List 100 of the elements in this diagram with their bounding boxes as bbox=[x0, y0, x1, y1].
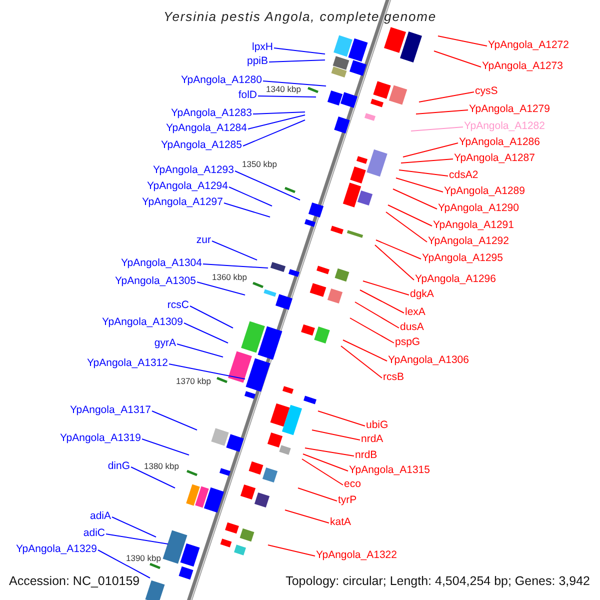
leader-line bbox=[196, 282, 246, 296]
scale-label: 1390 kbp bbox=[126, 554, 161, 563]
gene-label: rcsC bbox=[167, 299, 189, 312]
leader-line bbox=[376, 240, 422, 260]
gene-label: lpxH bbox=[252, 41, 273, 54]
scale-label: 1350 kbp bbox=[242, 160, 277, 169]
leader-line bbox=[268, 60, 326, 62]
gene-label: YpAngola_A1280 bbox=[181, 74, 262, 87]
leader-line bbox=[190, 306, 234, 328]
gene-label: adiC bbox=[83, 527, 105, 540]
gene-label: YpAngola_A1329 bbox=[16, 543, 97, 556]
leader-line bbox=[274, 48, 326, 54]
leader-line bbox=[434, 50, 482, 68]
gene-label: YpAngola_A1279 bbox=[469, 103, 550, 116]
leader-line bbox=[168, 364, 246, 380]
gene-label: YpAngola_A1304 bbox=[121, 257, 202, 270]
leader-line bbox=[224, 202, 270, 218]
leader-line bbox=[262, 80, 326, 86]
gene-label: dinG bbox=[108, 460, 130, 473]
gene-label: YpAngola_A1322 bbox=[316, 549, 397, 562]
leader-line bbox=[418, 92, 474, 102]
gene-label: YpAngola_A1292 bbox=[428, 235, 509, 248]
leader-line bbox=[392, 188, 438, 210]
gene-label: YpAngola_A1289 bbox=[444, 185, 525, 198]
gene-label: folD bbox=[238, 89, 257, 102]
gene-label: YpAngola_A1285 bbox=[161, 139, 242, 152]
leader-line bbox=[410, 126, 464, 132]
gene-label: gyrA bbox=[154, 337, 176, 350]
gene-label: rcsB bbox=[383, 371, 404, 384]
gene-label: ppiB bbox=[246, 55, 268, 68]
gene-label: katA bbox=[330, 516, 352, 529]
leader-line bbox=[98, 550, 150, 578]
gene-label: cdsA2 bbox=[449, 169, 478, 182]
gene-label: tyrP bbox=[338, 494, 357, 507]
leader-line bbox=[362, 280, 410, 296]
gene-label: dusA bbox=[400, 321, 424, 334]
gene-label: YpAngola_A1287 bbox=[454, 152, 535, 165]
leader-line bbox=[340, 346, 382, 378]
leader-line bbox=[302, 458, 344, 486]
gene-label: YpAngola_A1284 bbox=[166, 122, 247, 135]
gene-label: lexA bbox=[405, 306, 426, 319]
leader-line bbox=[350, 318, 394, 344]
gene-label: YpAngola_A1290 bbox=[438, 202, 519, 215]
leader-line bbox=[304, 448, 354, 456]
leader-line bbox=[152, 410, 198, 430]
scale-label: 1340 kbp bbox=[266, 85, 301, 94]
leader-line bbox=[252, 112, 306, 114]
leader-line bbox=[318, 410, 366, 426]
leader-line bbox=[400, 158, 454, 164]
leader-line bbox=[248, 114, 306, 130]
gene-label: YpAngola_A1306 bbox=[388, 354, 469, 367]
leader-line bbox=[342, 340, 388, 362]
gene-label: adiA bbox=[90, 510, 111, 523]
leader-line bbox=[176, 344, 224, 358]
leader-line bbox=[374, 244, 414, 280]
gene-label: YpAngola_A1294 bbox=[147, 180, 228, 193]
gene-label: YpAngola_A1312 bbox=[87, 357, 168, 370]
leader-line bbox=[184, 322, 228, 344]
gene-label: eco bbox=[344, 478, 361, 491]
leader-line bbox=[354, 302, 400, 328]
leader-line bbox=[396, 178, 444, 192]
gene-label: YpAngola_A1295 bbox=[422, 252, 503, 265]
gene-label: ubiG bbox=[366, 419, 388, 432]
gene-label: nrdB bbox=[355, 449, 378, 462]
leader-line bbox=[106, 534, 168, 544]
leader-line bbox=[416, 110, 468, 114]
leader-line bbox=[360, 290, 404, 314]
gene-label: YpAngola_A1309 bbox=[102, 316, 183, 329]
gene-label: YpAngola_A1273 bbox=[482, 60, 563, 73]
scale-label: 1370 kbp bbox=[176, 377, 211, 386]
gene-label: YpAngola_A1297 bbox=[142, 196, 223, 209]
gene-label: dgkA bbox=[410, 288, 434, 301]
leader-line bbox=[142, 438, 190, 456]
diagram-title: Yersinia pestis Angola, complete genome bbox=[162, 9, 438, 24]
leader-line bbox=[228, 186, 272, 206]
leader-line bbox=[202, 264, 268, 268]
leader-line bbox=[398, 170, 448, 176]
leader-line bbox=[242, 120, 306, 146]
scale-label: 1380 kbp bbox=[144, 462, 179, 471]
leader-line bbox=[258, 96, 316, 98]
scale-label: 1360 kbp bbox=[212, 273, 247, 282]
leader-line bbox=[312, 430, 360, 440]
gene-label: YpAngola_A1282 bbox=[464, 120, 545, 133]
footer-text: Accession: NC_010159 bbox=[9, 574, 140, 589]
gene-label: YpAngola_A1283 bbox=[171, 107, 252, 120]
gene-label: pspG bbox=[395, 336, 420, 349]
leader-line bbox=[268, 544, 316, 556]
leader-line bbox=[112, 516, 156, 538]
gene-label: zur bbox=[196, 234, 211, 247]
leader-line bbox=[438, 36, 488, 46]
gene-label: YpAngola_A1305 bbox=[115, 275, 196, 288]
leader-line bbox=[388, 204, 432, 226]
leader-line bbox=[298, 488, 338, 502]
leader-line bbox=[302, 454, 348, 472]
gene-label: YpAngola_A1319 bbox=[60, 432, 141, 445]
footer-text: Topology: circular; Length: 4,504,254 bp; Genes: 3,942 bbox=[286, 574, 590, 589]
leader-line bbox=[284, 510, 330, 524]
gene-label: YpAngola_A1296 bbox=[415, 273, 496, 286]
gene-label: YpAngola_A1317 bbox=[70, 404, 151, 417]
gene-label: nrdA bbox=[361, 433, 384, 446]
